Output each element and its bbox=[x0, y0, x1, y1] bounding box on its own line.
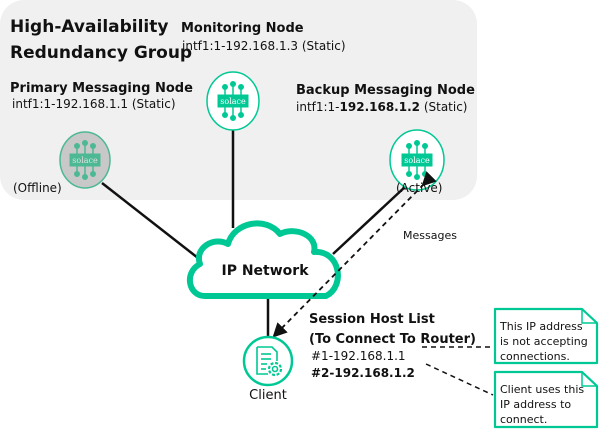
note1-line3: connections. bbox=[500, 350, 570, 363]
note2-line2: IP address to bbox=[500, 398, 571, 411]
note-not-accepting: This IP address is not accepting connect… bbox=[493, 307, 599, 365]
messages-label: Messages bbox=[403, 229, 457, 242]
note2-line1: Client uses this bbox=[500, 383, 584, 396]
client-label: Client bbox=[249, 388, 287, 403]
client-icon bbox=[242, 335, 294, 387]
monitoring-node-address: intf1:1-192.168.1.3 (Static) bbox=[182, 39, 346, 53]
solace-logo: solace bbox=[404, 156, 430, 165]
monitoring-node-name: Monitoring Node bbox=[181, 21, 304, 36]
ip-network-label: IP Network bbox=[221, 263, 309, 279]
ip-network-cloud bbox=[187, 220, 341, 299]
note2-connector bbox=[425, 363, 494, 396]
note1-line1: This IP address bbox=[499, 320, 583, 333]
solace-logo: solace bbox=[72, 156, 98, 165]
monitoring-node-icon: solace bbox=[206, 71, 260, 131]
primary-node-icon: solace bbox=[59, 131, 111, 189]
primary-node-address: intf1:1-192.168.1.1 (Static) bbox=[12, 97, 176, 111]
primary-link bbox=[101, 182, 199, 259]
backup-status: (Active) bbox=[396, 181, 442, 195]
note1-line2: is not accepting bbox=[500, 335, 588, 348]
session-host-2: #2-192.168.1.2 bbox=[311, 366, 415, 380]
group-title-line1: High-Availability bbox=[10, 17, 168, 37]
note-client-uses: Client uses this IP address to connect. bbox=[493, 370, 599, 429]
group-title-line2: Redundancy Group bbox=[10, 43, 192, 63]
primary-status: (Offline) bbox=[13, 181, 62, 195]
session-title-line2: (To Connect To Router) bbox=[309, 332, 476, 347]
primary-node-name: Primary Messaging Node bbox=[10, 81, 193, 96]
session-host-1: #1-192.168.1.1 bbox=[311, 349, 406, 363]
backup-node-name: Backup Messaging Node bbox=[296, 83, 475, 98]
solace-logo: solace bbox=[220, 97, 246, 106]
note2-line3: connect. bbox=[500, 413, 547, 426]
session-title-line1: Session Host List bbox=[309, 312, 435, 327]
backup-node-address: intf1:1-192.168.1.2 (Static) bbox=[296, 100, 468, 114]
